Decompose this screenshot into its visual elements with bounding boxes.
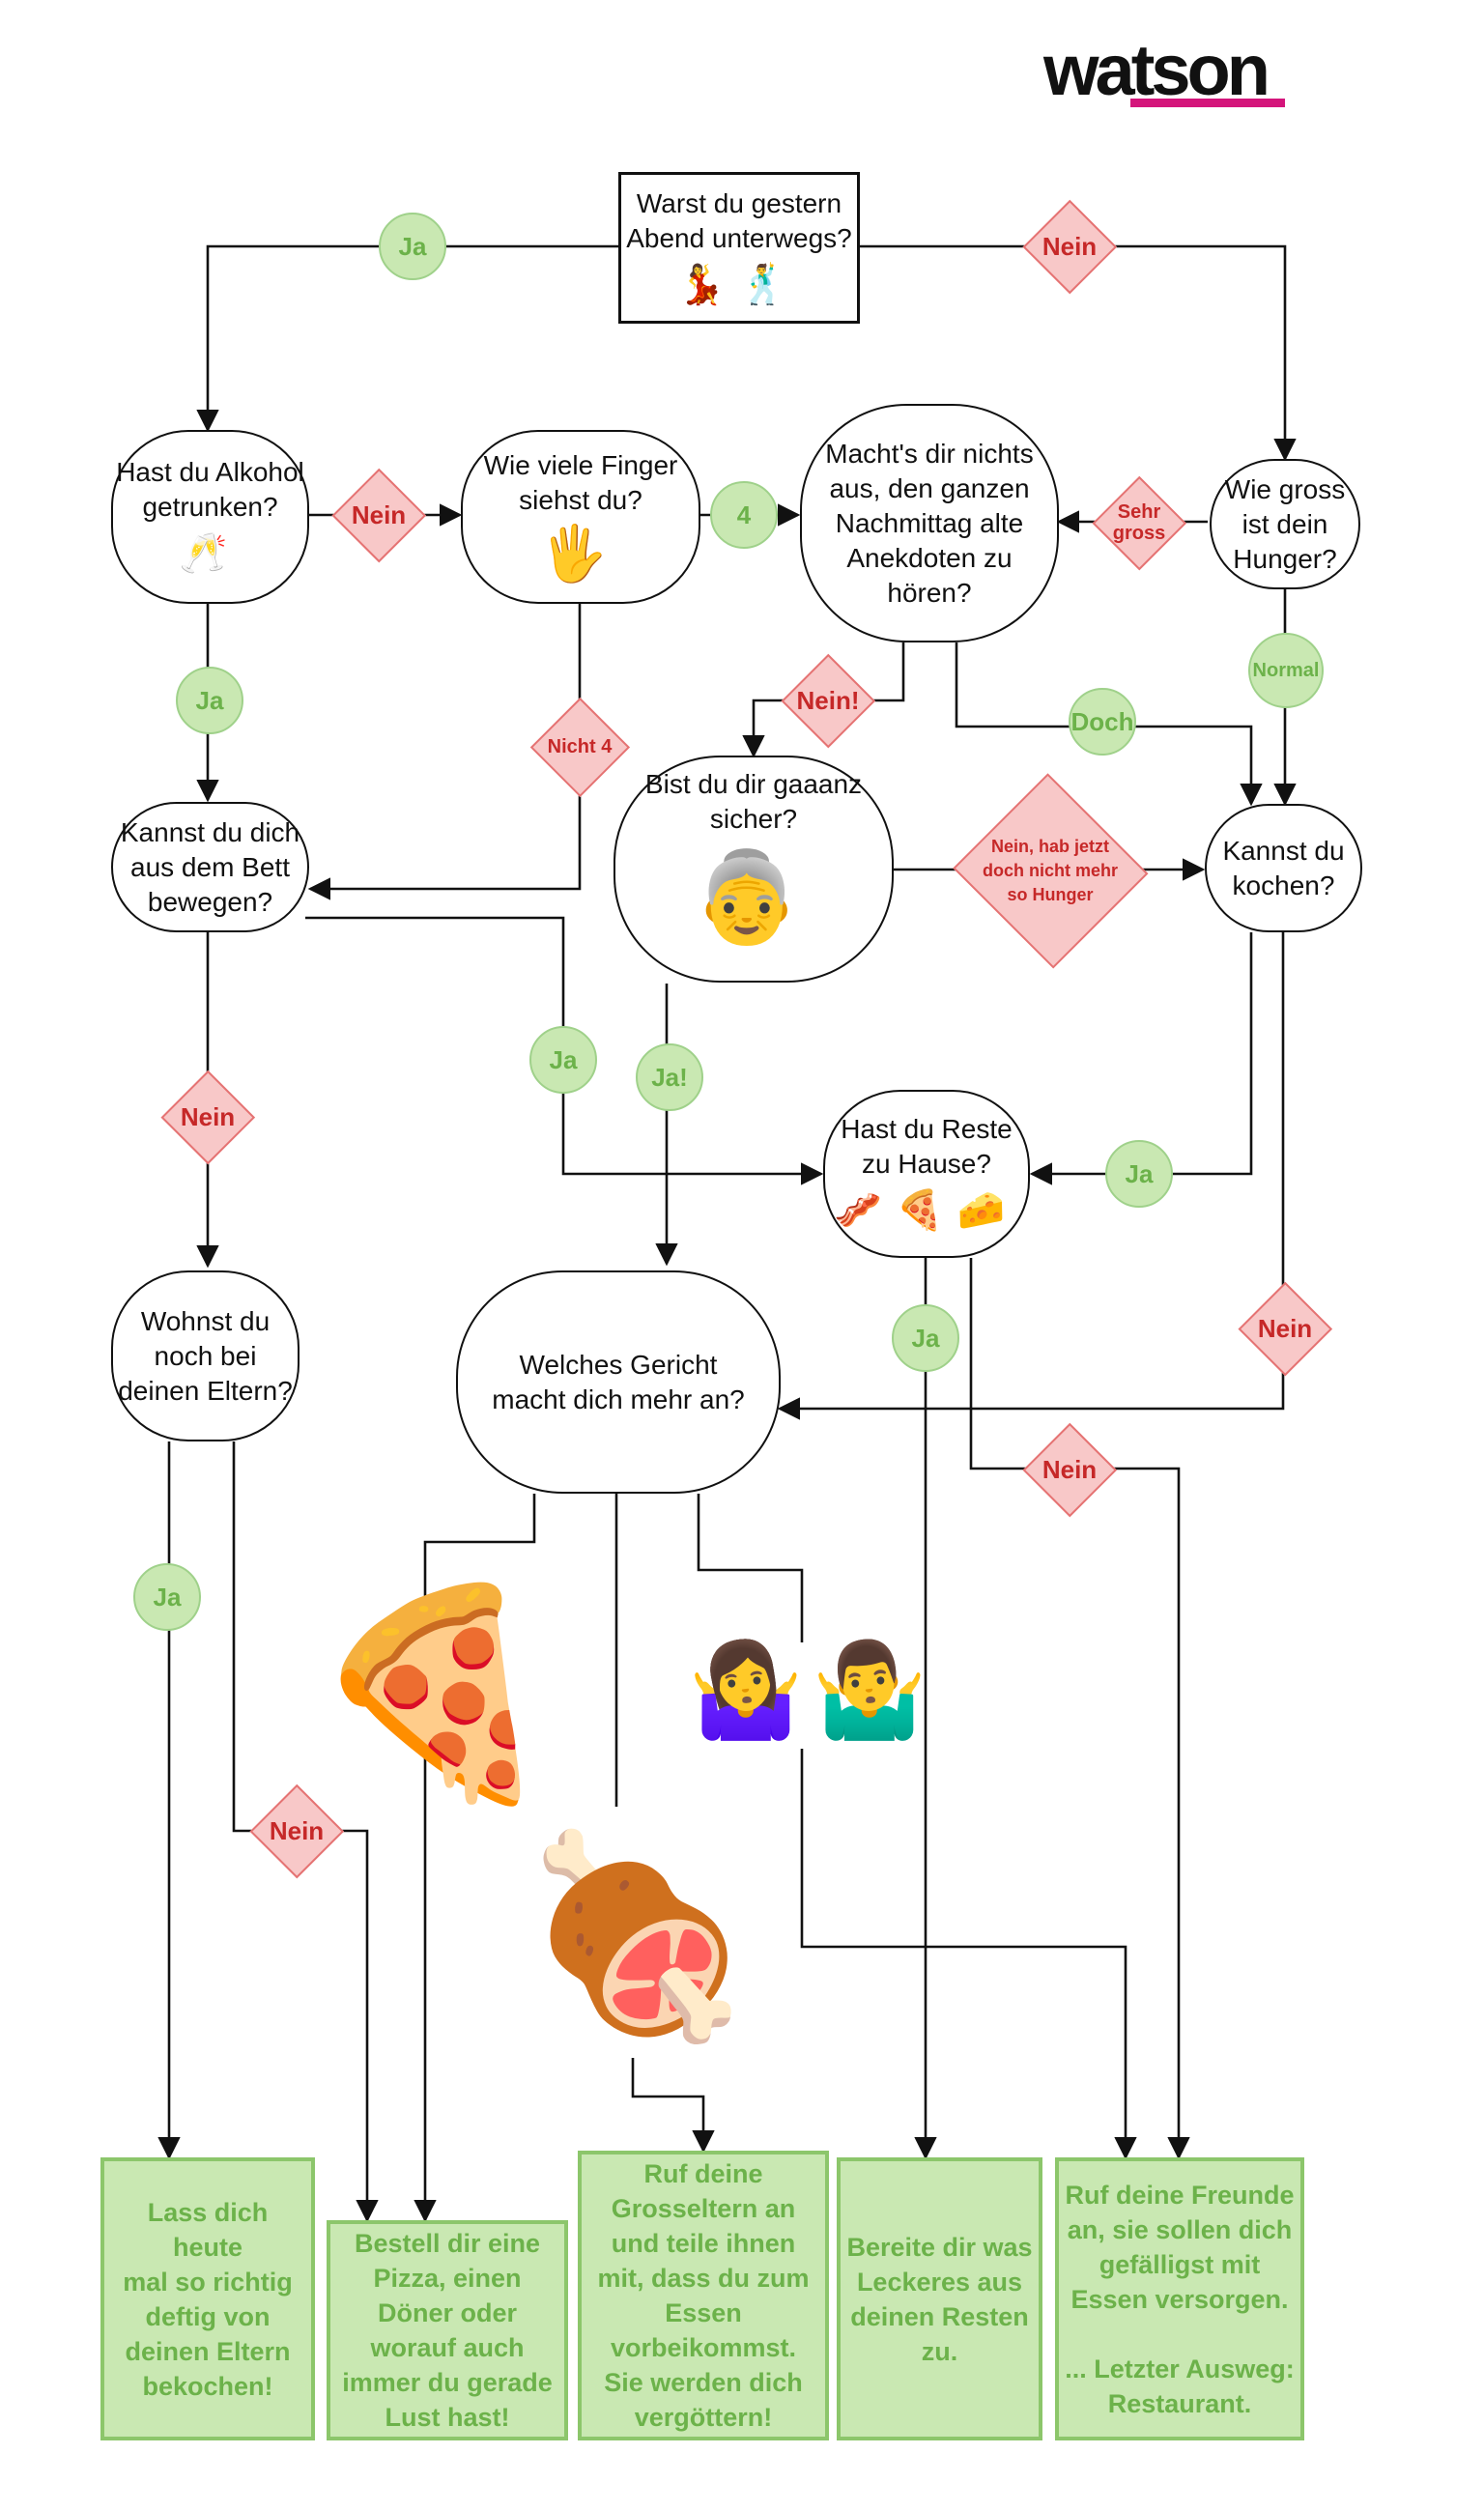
- label-nein-bed: Nein: [160, 1070, 255, 1164]
- alcohol-question: Hast du Alkohol getrunken? 🥂: [111, 430, 309, 604]
- label-nein-went-out-text: Nein: [1042, 232, 1098, 261]
- label-sehr-gross-text: Sehr gross: [1112, 501, 1166, 544]
- hunger-question-text: Wie gross ist dein Hunger?: [1224, 473, 1346, 574]
- leftovers-question-text: Hast du Reste zu Hause?: [841, 1114, 1013, 1179]
- parents-question-text: Wohnst du noch bei deinen Eltern?: [118, 1305, 293, 1406]
- label-nein-cook-text: Nein: [1257, 1314, 1313, 1343]
- label-nein-hunger: Nein, hab jetzt doch nicht mehr so Hunge…: [949, 773, 1152, 968]
- label-ja-cook: Ja: [1105, 1140, 1173, 1208]
- leftovers-question: Hast du Reste zu Hause? 🥓🍕🧀: [823, 1090, 1030, 1258]
- shrug-man-icon: 🤷‍♂️: [812, 1639, 928, 1742]
- alcohol-question-text: Hast du Alkohol getrunken?: [116, 457, 304, 522]
- result-grandparents: Ruf deine Grosseltern an und teile ihnen…: [578, 2151, 829, 2440]
- label-ja-bed: Ja: [529, 1026, 597, 1094]
- label-nein-bang-text: Nein!: [796, 686, 860, 715]
- label-ja-leftovers: Ja: [892, 1304, 959, 1372]
- bacon-pizza-cheese-icon: 🥓🍕🧀: [834, 1189, 1019, 1232]
- anecdotes-question: Macht's dir nichts aus, den ganzen Nachm…: [800, 404, 1059, 642]
- label-nein-bed-text: Nein: [180, 1102, 236, 1131]
- bed-question-text: Kannst du dich aus dem Bett bewegen?: [120, 816, 300, 917]
- sure-question: Bist du dir gaaanz sicher? 👵: [614, 756, 894, 983]
- cook-question: Kannst du kochen?: [1205, 804, 1362, 932]
- result-cook-leftovers: Bereite dir was Leckeres aus deinen Rest…: [837, 2157, 1042, 2440]
- start-question-text: Warst du gestern Abend unterwegs?: [626, 187, 852, 253]
- label-nein-went-out: Nein: [1022, 199, 1117, 294]
- label-ja-parents: Ja: [133, 1563, 201, 1631]
- label-ja-alcohol: Ja: [176, 667, 243, 734]
- cook-question-text: Kannst du kochen?: [1222, 835, 1345, 900]
- dish-question: Welches Gericht macht dich mehr an?: [456, 1270, 781, 1494]
- label-ja-went-out: Ja: [379, 213, 446, 280]
- label-nein-parents-text: Nein: [269, 1816, 325, 1845]
- roast-picture: 🍖: [517, 1829, 758, 2044]
- label-ja-bang: Ja!: [636, 1043, 703, 1111]
- result-order-food: Bestell dir eine Pizza, einen Döner oder…: [327, 2220, 568, 2440]
- parents-question: Wohnst du noch bei deinen Eltern?: [111, 1270, 300, 1441]
- label-vier: 4: [710, 481, 778, 549]
- label-nein-parents: Nein: [249, 1783, 344, 1878]
- hunger-question: Wie gross ist dein Hunger?: [1210, 459, 1360, 589]
- label-nein-alcohol: Nein: [331, 468, 426, 562]
- champagne-glasses-icon: 🥂: [179, 532, 242, 575]
- hand-icon: 🖐: [540, 523, 621, 584]
- shrug-woman-icon: 🤷‍♀️: [688, 1639, 804, 1742]
- dancers-icon: 💃🕺: [677, 263, 801, 306]
- fingers-question: Wie viele Finger siehst du? 🖐: [461, 430, 700, 604]
- start-question: Warst du gestern Abend unterwegs? 💃🕺: [618, 172, 860, 324]
- pizza-picture: 🍕: [307, 1580, 560, 1807]
- result-call-friends: Ruf deine Freunde an, sie sollen dich ge…: [1055, 2157, 1304, 2440]
- label-nein-alcohol-text: Nein: [351, 500, 407, 529]
- label-sehr-gross: Sehr gross: [1092, 475, 1186, 570]
- label-nicht-4: Nicht 4: [529, 697, 630, 797]
- dish-question-text: Welches Gericht macht dich mehr an?: [492, 1349, 745, 1414]
- anecdotes-question-text: Macht's dir nichts aus, den ganzen Nachm…: [825, 438, 1034, 608]
- label-nein-leftovers-text: Nein: [1042, 1455, 1098, 1484]
- fingers-question-text: Wie viele Finger siehst du?: [483, 450, 678, 515]
- logo-underline: [1130, 99, 1285, 107]
- watson-logo: watson: [1043, 30, 1270, 110]
- label-doch: Doch: [1069, 688, 1136, 756]
- label-nein-cook: Nein: [1238, 1281, 1332, 1376]
- label-nein-bang: Nein!: [781, 653, 875, 748]
- label-normal: Normal: [1248, 633, 1324, 708]
- grandmother-icon: 👵: [691, 848, 816, 947]
- label-nein-hunger-text: Nein, hab jetzt doch nicht mehr so Hunge…: [982, 836, 1118, 904]
- result-parents-cook: Lass dich heute mal so richtig deftig vo…: [100, 2157, 315, 2440]
- label-nein-leftovers: Nein: [1022, 1422, 1117, 1517]
- bed-question: Kannst du dich aus dem Bett bewegen?: [111, 802, 309, 932]
- label-nicht-4-text: Nicht 4: [547, 736, 613, 757]
- sure-question-text: Bist du dir gaaanz sicher?: [644, 769, 863, 834]
